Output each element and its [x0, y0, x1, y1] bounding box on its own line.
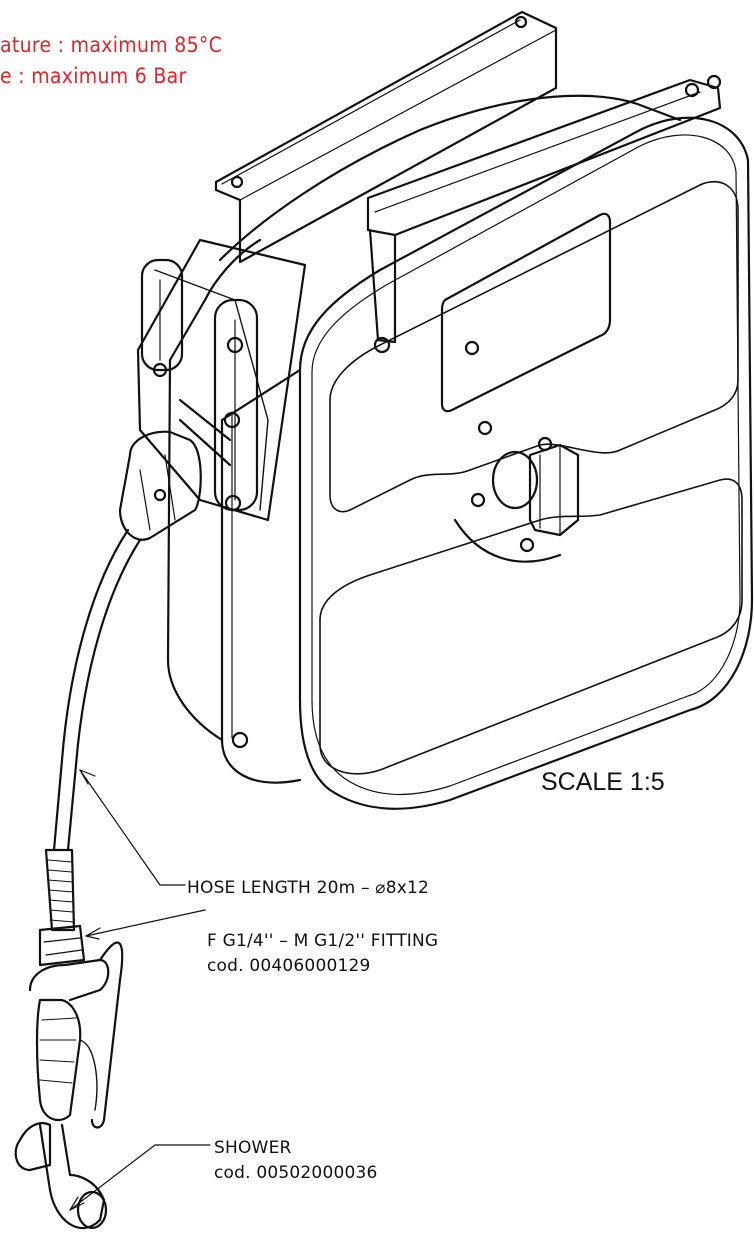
cross-bracket: [366, 74, 722, 354]
bottom-panel: [319, 478, 743, 775]
shower-gun: [14, 941, 124, 1230]
fitting-code-callout: cod. 00406000129: [207, 956, 371, 976]
max-pressure-spec: e : maximum 6 Bar: [0, 64, 187, 88]
hose-length-callout: HOSE LENGTH 20m – ⌀8x12: [187, 878, 430, 898]
spring-guard: [44, 848, 76, 932]
fitting-leader: [85, 909, 206, 937]
max-temperature-spec: ature : maximum 85°C: [0, 33, 223, 57]
reel-housing-front: [166, 116, 754, 810]
swivel-inlet-fitting: [453, 340, 580, 563]
shower-leader-arrow: [69, 1196, 85, 1211]
hose-fitting: [38, 924, 86, 967]
fitting-callout: F G1/4'' – M G1/2'' FITTING: [207, 931, 439, 951]
leader-lines: [69, 769, 211, 1211]
fitting-leader-arrow: [85, 927, 101, 940]
top-window-panel: [329, 180, 739, 513]
scale-label: SCALE 1:5: [541, 768, 665, 796]
reel-housing-back: [203, 94, 682, 302]
shower-callout: SHOWER: [214, 1138, 292, 1158]
hose-leader: [79, 769, 186, 886]
hose-stopper: [118, 430, 202, 541]
shower-leader: [69, 1144, 211, 1211]
wall-bracket: [214, 10, 558, 264]
hose-leader-arrow: [79, 769, 96, 785]
shower-code-callout: cod. 00502000036: [214, 1163, 378, 1183]
hose: [52, 528, 142, 852]
hose-guide-rollers: [136, 238, 307, 749]
